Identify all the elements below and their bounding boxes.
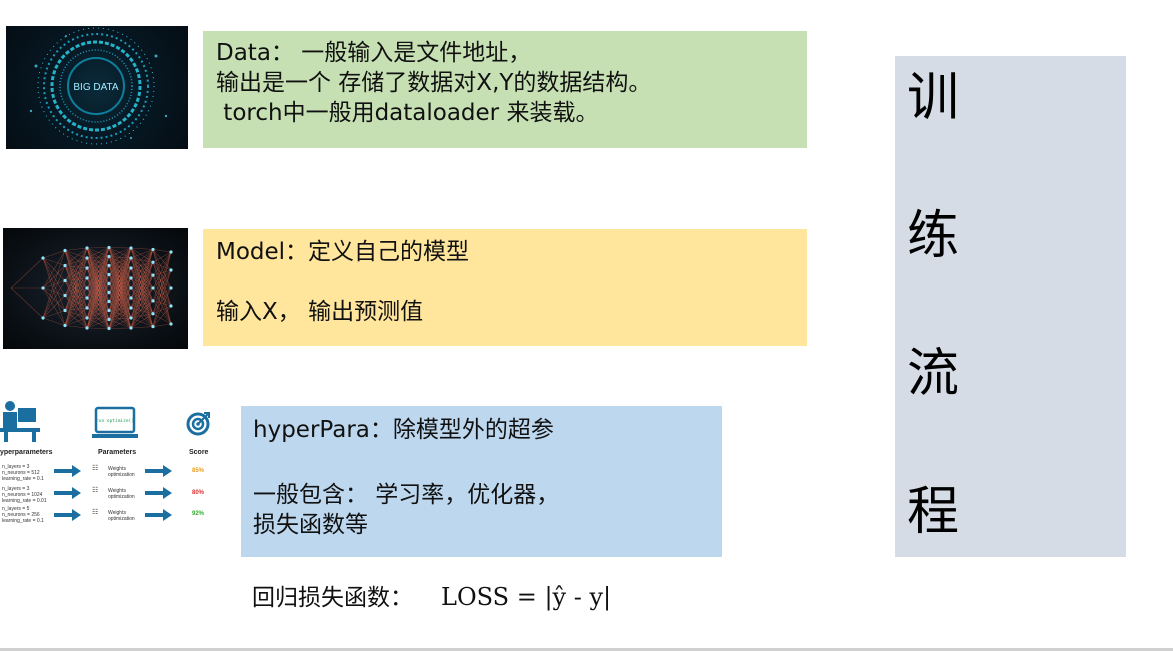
arrow-right-icon xyxy=(54,487,81,499)
arrow-right-icon xyxy=(54,509,81,521)
step-text: optimization xyxy=(108,516,135,522)
side-char-2: 练 xyxy=(907,206,960,266)
param-set-1: n_layers = 3 n_neurons = 512 learning_ra… xyxy=(2,464,44,482)
laptop-icon: run optimize() xyxy=(92,406,138,438)
score-1: 85% xyxy=(192,468,205,474)
training-process-panel: 训 练 流 程 xyxy=(895,56,1126,557)
side-char-3: 流 xyxy=(907,344,960,404)
param-text: n_layers = 3 xyxy=(2,486,30,492)
loss-label: 回归损失函数： xyxy=(252,585,413,611)
side-char-1: 训 xyxy=(907,68,960,128)
param-text: learning_rate = 0.01 xyxy=(2,498,47,504)
svg-text:BIG DATA: BIG DATA xyxy=(73,82,119,93)
data-line-1: Data： 一般输入是文件地址， xyxy=(216,40,532,66)
sliders-icon: ☷ xyxy=(92,465,99,472)
model-spacer xyxy=(216,267,807,297)
big-data-image: BIG DATA xyxy=(6,26,188,149)
hyper-spacer xyxy=(253,445,722,480)
weights-step-3: Weights optimization xyxy=(108,510,135,522)
param-text: n_layers = 3 xyxy=(2,464,30,470)
param-set-2: n_layers = 3 n_neurons = 1024 learning_r… xyxy=(2,486,47,504)
score-header: Score xyxy=(189,449,209,456)
param-text: learning_rate = 0.1 xyxy=(2,476,44,482)
parameters-header: Parameters xyxy=(98,449,137,456)
arrow-right-icon xyxy=(54,465,81,477)
model-line-2: 输入X， 输出预测值 xyxy=(216,299,424,325)
step-text: optimization xyxy=(108,494,135,500)
hyperparameter-diagram: run optimize() yperparameters Parameters… xyxy=(0,398,225,526)
data-description-box: Data： 一般输入是文件地址， 输出是一个 存储了数据对X,Y的数据结构。 t… xyxy=(203,31,807,148)
big-data-graphic: BIG DATA xyxy=(29,27,168,145)
step-text: Weights xyxy=(108,488,126,494)
sliders-icon: ☷ xyxy=(92,509,99,516)
model-description-box: Model：定义自己的模型 输入X， 输出预测值 xyxy=(203,229,807,346)
neural-network-graphic xyxy=(10,245,173,331)
arrow-right-icon xyxy=(145,509,172,521)
data-line-3: torch中一般用dataloader 来装载。 xyxy=(216,100,599,126)
param-text: learning_rate = 0.1 xyxy=(2,518,44,524)
step-text: Weights xyxy=(108,510,126,516)
hyper-line-3: 损失函数等 xyxy=(253,512,368,538)
param-set-3: n_layers = 5 n_neurons = 256 learning_ra… xyxy=(2,506,44,524)
weights-step-2: Weights optimization xyxy=(108,488,135,500)
arrow-right-icon xyxy=(145,465,172,477)
person-desk-icon xyxy=(0,401,40,442)
step-text: Weights xyxy=(108,466,126,472)
svg-text:run optimize(): run optimize() xyxy=(96,418,134,424)
data-line-2: 输出是一个 存储了数据对X,Y的数据结构。 xyxy=(216,70,652,96)
hyper-line-1: hyperPara：除模型外的超参 xyxy=(253,417,554,443)
weights-step-1: Weights optimization xyxy=(108,466,135,478)
hyperparameter-description-box: hyperPara：除模型外的超参 一般包含： 学习率，优化器， 损失函数等 xyxy=(241,406,722,557)
step-text: optimization xyxy=(108,472,135,478)
sliders-icon: ☷ xyxy=(92,487,99,494)
neural-network-image xyxy=(3,228,188,349)
param-text: n_neurons = 1024 xyxy=(2,492,43,498)
target-icon xyxy=(186,412,210,436)
score-2: 80% xyxy=(192,490,205,496)
param-text: n_neurons = 256 xyxy=(2,512,40,518)
hyper-line-2: 一般包含： 学习率，优化器， xyxy=(253,482,560,508)
side-char-4: 程 xyxy=(907,482,960,542)
score-3: 92% xyxy=(192,511,205,517)
param-text: n_layers = 5 xyxy=(2,506,30,512)
bottom-divider xyxy=(0,648,1173,651)
loss-function-line: 回归损失函数： LOSS = |ŷ - y| xyxy=(252,578,611,612)
arrow-right-icon xyxy=(145,487,172,499)
loss-formula: LOSS = |ŷ - y| xyxy=(441,583,612,611)
param-text: n_neurons = 512 xyxy=(2,470,40,476)
model-line-1: Model：定义自己的模型 xyxy=(216,239,470,265)
hyperparameters-header: yperparameters xyxy=(0,449,53,456)
